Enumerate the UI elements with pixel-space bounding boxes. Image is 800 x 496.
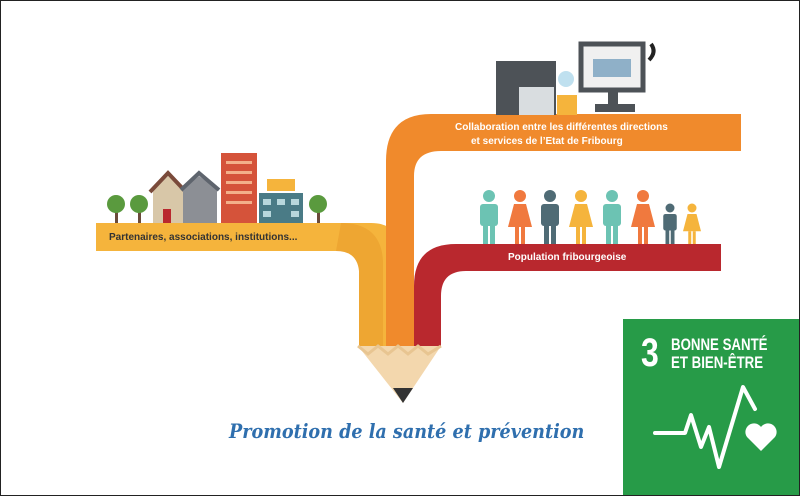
population-label: Population fribourgeoise xyxy=(508,252,627,263)
office-equipment xyxy=(496,41,656,115)
sdg-title-line2: ET BIEN-ÊTRE xyxy=(671,353,764,372)
collaboration-label-line2: et services de l’Etat de Fribourg xyxy=(471,136,623,147)
partners-label: Partenaires, associations, institutions.… xyxy=(109,232,298,243)
female-figure xyxy=(631,190,655,244)
male-figure xyxy=(663,203,677,244)
female-figure xyxy=(508,190,532,244)
male-figure xyxy=(541,190,559,244)
people-group xyxy=(480,190,701,244)
red-band xyxy=(414,244,721,346)
sdg-title-line1: BONNE SANTÉ xyxy=(671,335,768,354)
male-figure xyxy=(480,190,498,244)
female-figure xyxy=(569,190,593,244)
male-figure xyxy=(603,190,621,244)
sdg-goal-badge: 3 BONNE SANTÉ ET BIEN-ÊTRE xyxy=(623,319,799,495)
collaboration-label-line1: Collaboration entre les différentes dire… xyxy=(455,122,668,133)
main-title: Promotion de la santé et prévention xyxy=(229,419,585,443)
orange-band xyxy=(386,114,741,346)
female-figure xyxy=(683,203,701,244)
city-buildings xyxy=(107,153,327,223)
pencil-tip xyxy=(358,346,441,403)
sdg-number: 3 xyxy=(641,331,659,375)
heartbeat-heart-icon xyxy=(653,385,777,469)
